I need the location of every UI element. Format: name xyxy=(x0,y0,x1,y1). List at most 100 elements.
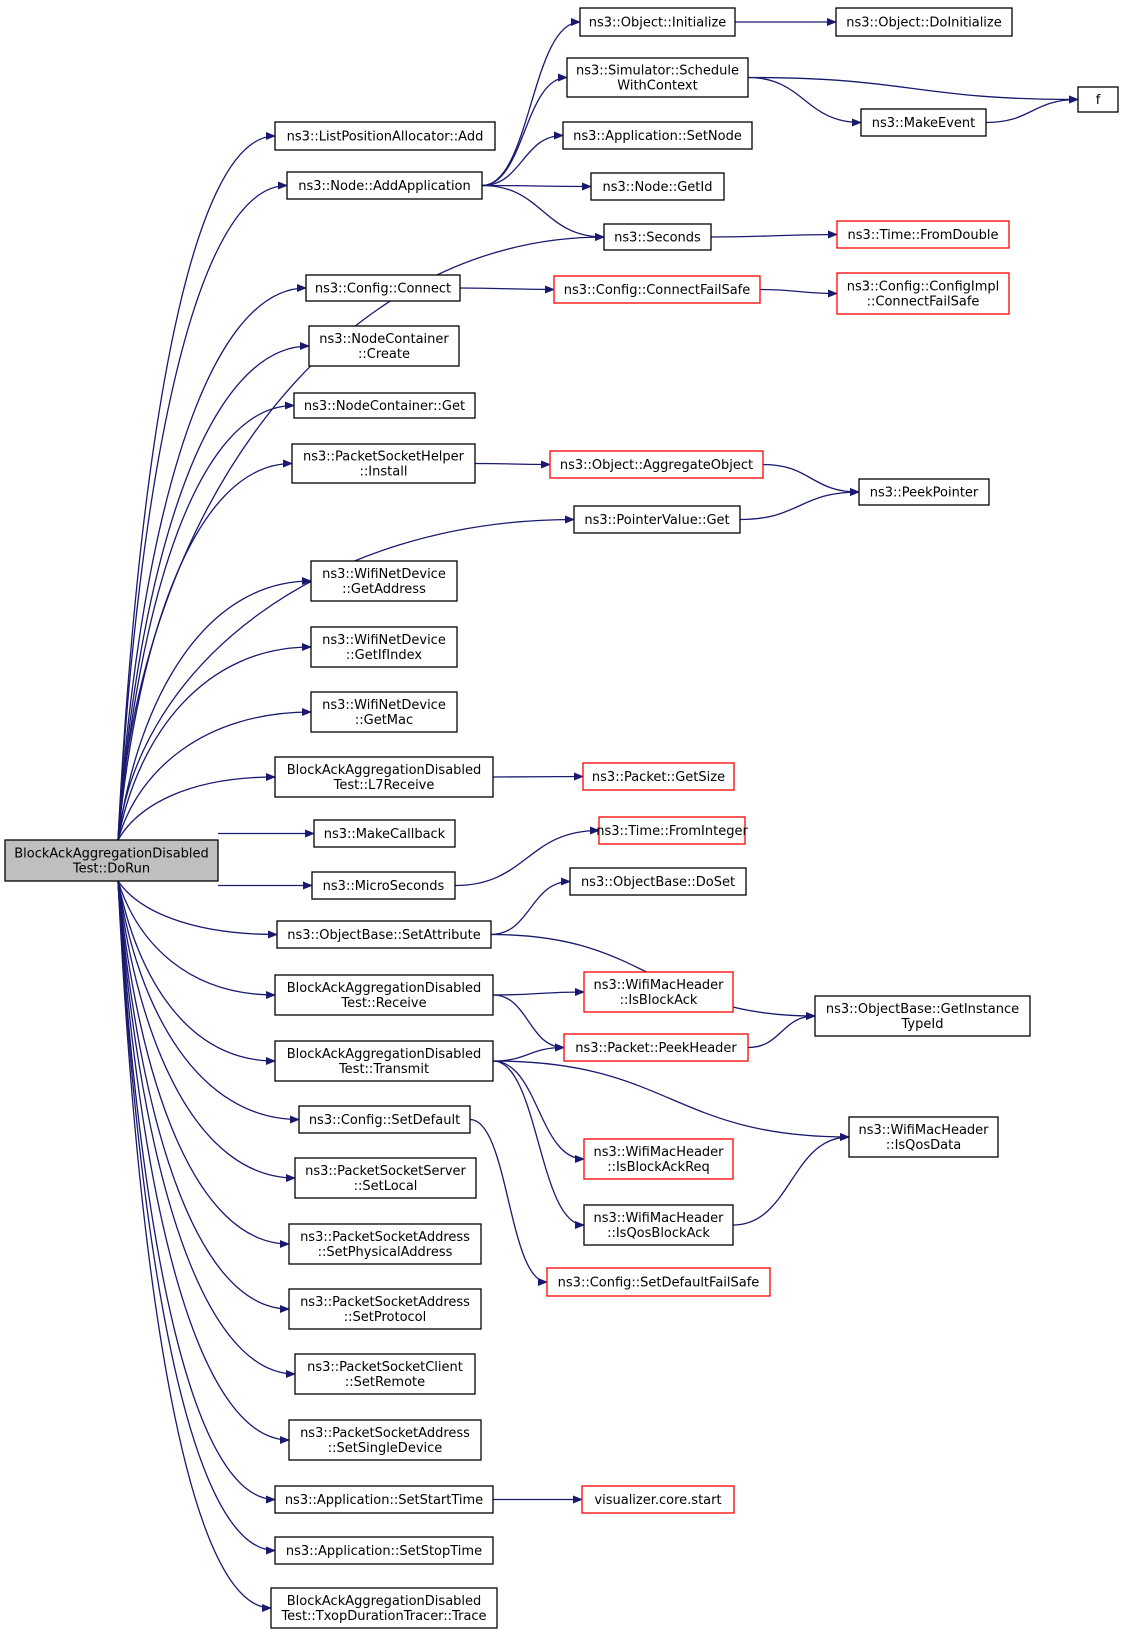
node-transmit[interactable]: BlockAckAggregationDisabledTest::Transmi… xyxy=(274,1040,494,1082)
node-cfg-setdefaultfs[interactable]: ns3::Config::SetDefaultFailSafe xyxy=(546,1267,771,1297)
node-label: ns3::Simulator::Schedule xyxy=(576,64,739,79)
node-pkt-getsize[interactable]: ns3::Packet::GetSize xyxy=(582,762,735,791)
edge-root-to-cfg-setdefault xyxy=(117,880,300,1124)
node-pss-setlocal[interactable]: ns3::PacketSocketServer::SetLocal xyxy=(294,1157,477,1199)
edge xyxy=(454,826,600,887)
edge-ob-setattr-to-ob-doset xyxy=(490,877,571,936)
node-time-fromdouble[interactable]: ns3::Time::FromDouble xyxy=(836,220,1010,249)
node-cfg-connectfs[interactable]: ns3::Config::ConnectFailSafe xyxy=(553,275,761,304)
node-l7receive[interactable]: BlockAckAggregationDisabledTest::L7Recei… xyxy=(274,756,494,798)
node-box xyxy=(294,1353,476,1395)
node-nc-get[interactable]: ns3::NodeContainer::Get xyxy=(293,392,476,419)
edge xyxy=(481,73,568,187)
edge-root-to-pv-get xyxy=(117,515,575,841)
edge-transmit-to-wmh-isblockackreq xyxy=(492,1060,585,1163)
node-wmh-isqosblockack[interactable]: ns3::WifiMacHeader::IsQosBlockAck xyxy=(583,1204,734,1246)
node-pv-get[interactable]: ns3::PointerValue::Get xyxy=(573,505,741,534)
node-wnd-getifidx[interactable]: ns3::WifiNetDevice::GetIfIndex xyxy=(310,626,458,668)
node-wnd-getaddr[interactable]: ns3::WifiNetDevice::GetAddress xyxy=(310,560,458,602)
node-node-getid[interactable]: ns3::Node::GetId xyxy=(590,172,725,201)
edge-root-to-psc-setremote xyxy=(117,880,296,1378)
node-app-setstop[interactable]: ns3::Application::SetStopTime xyxy=(274,1536,494,1565)
edge xyxy=(469,1118,548,1286)
edge xyxy=(459,285,555,294)
node-psh-install[interactable]: ns3::PacketSocketHelper::Install xyxy=(291,443,476,484)
node-label: ns3::Config::ConfigImpl xyxy=(847,280,1000,295)
node-psa-setproto[interactable]: ns3::PacketSocketAddress::SetProtocol xyxy=(288,1288,482,1330)
node-box xyxy=(4,839,219,882)
edge-root-to-psa-setproto xyxy=(117,880,290,1313)
node-app-setstart[interactable]: ns3::Application::SetStartTime xyxy=(274,1485,494,1514)
node-nc-create[interactable]: ns3::NodeContainer::Create xyxy=(308,325,460,367)
node-psa-setphys[interactable]: ns3::PacketSocketAddress::SetPhysicalAdd… xyxy=(288,1223,482,1265)
node-label: ns3::PacketSocketAddress xyxy=(300,1295,470,1310)
node-txop-trace[interactable]: BlockAckAggregationDisabledTest::TxopDur… xyxy=(270,1587,498,1629)
edge xyxy=(747,76,1079,104)
node-f[interactable]: f xyxy=(1077,86,1119,113)
node-peekpointer[interactable]: ns3::PeekPointer xyxy=(858,478,990,506)
node-wmh-isblockackreq[interactable]: ns3::WifiMacHeader::IsBlockAckReq xyxy=(583,1138,734,1180)
edge-root-to-nc-get xyxy=(117,401,295,841)
node-box xyxy=(274,974,494,1016)
edge-l7receive-to-pkt-getsize xyxy=(492,772,584,781)
edge xyxy=(481,18,581,187)
edge xyxy=(492,988,585,997)
node-microseconds[interactable]: ns3::MicroSeconds xyxy=(311,871,456,900)
node-box xyxy=(814,995,1031,1037)
edge xyxy=(747,1012,816,1049)
node-time-fromint[interactable]: ns3::Time::FromInteger xyxy=(596,816,748,845)
node-label: ::GetMac xyxy=(355,713,413,728)
node-makecallback[interactable]: ns3::MakeCallback xyxy=(313,819,456,848)
node-box xyxy=(274,121,496,151)
edge xyxy=(117,708,312,841)
node-label: ns3::Time::FromDouble xyxy=(848,228,999,243)
node-box xyxy=(590,172,725,201)
node-label: ns3::ListPositionAllocator::Add xyxy=(287,130,484,145)
node-box xyxy=(305,274,461,302)
node-box xyxy=(311,871,456,900)
node-ob-setattr[interactable]: ns3::ObjectBase::SetAttribute xyxy=(276,920,492,949)
node-box xyxy=(274,1040,494,1082)
node-seconds[interactable]: ns3::Seconds xyxy=(603,223,712,251)
node-obj-init[interactable]: ns3::Object::Initialize xyxy=(579,7,736,37)
edge xyxy=(762,463,860,496)
edge xyxy=(481,182,592,191)
node-label: ns3::ObjectBase::SetAttribute xyxy=(287,928,481,943)
node-node-addapp[interactable]: ns3::Node::AddApplication xyxy=(286,171,483,200)
node-psa-setsingle[interactable]: ns3::PacketSocketAddress::SetSingleDevic… xyxy=(288,1419,482,1461)
edge-node-addapp-to-seconds xyxy=(481,184,605,241)
edge-node-addapp-to-app-setnode xyxy=(481,131,564,187)
node-lpa-add[interactable]: ns3::ListPositionAllocator::Add xyxy=(274,121,496,151)
edge-make-event-to-f xyxy=(985,95,1079,124)
node-obj-doinit[interactable]: ns3::Object::DoInitialize xyxy=(835,7,1013,37)
node-cfg-connect[interactable]: ns3::Config::Connect xyxy=(305,274,461,302)
edge xyxy=(710,230,838,239)
node-vis-start[interactable]: visualizer.core.start xyxy=(581,1485,735,1514)
edge xyxy=(985,95,1079,124)
node-ob-doset[interactable]: ns3::ObjectBase::DoSet xyxy=(569,867,747,896)
node-pkt-peekheader[interactable]: ns3::Packet::PeekHeader xyxy=(563,1033,749,1062)
node-box xyxy=(274,1485,494,1514)
node-cfg-setdefault[interactable]: ns3::Config::SetDefault xyxy=(298,1105,471,1134)
node-make-event[interactable]: ns3::MakeEvent xyxy=(860,108,987,137)
node-label: ::Create xyxy=(358,347,410,362)
edge-psh-install-to-obj-aggregate xyxy=(474,460,551,469)
node-obj-aggregate[interactable]: ns3::Object::AggregateObject xyxy=(549,450,764,479)
node-wmh-isblockack[interactable]: ns3::WifiMacHeader::IsBlockAck xyxy=(583,971,734,1013)
node-app-setnode[interactable]: ns3::Application::SetNode xyxy=(562,121,753,150)
node-wnd-getmac[interactable]: ns3::WifiNetDevice::GetMac xyxy=(310,691,458,733)
node-wmh-isqosdata[interactable]: ns3::WifiMacHeader::IsQosData xyxy=(848,1116,999,1158)
edge-transmit-to-wmh-isqosblockack xyxy=(492,1060,585,1229)
edge xyxy=(117,880,296,1182)
node-psc-setremote[interactable]: ns3::PacketSocketClient::SetRemote xyxy=(294,1353,476,1395)
node-cfgimpl-connectfs[interactable]: ns3::Config::ConfigImpl::ConnectFailSafe xyxy=(836,272,1010,315)
node-label: WithContext xyxy=(617,79,697,94)
node-label: ns3::Node::GetId xyxy=(603,180,713,195)
edge-pv-get-to-peekpointer xyxy=(739,488,860,521)
node-label: ::SetRemote xyxy=(345,1375,425,1390)
